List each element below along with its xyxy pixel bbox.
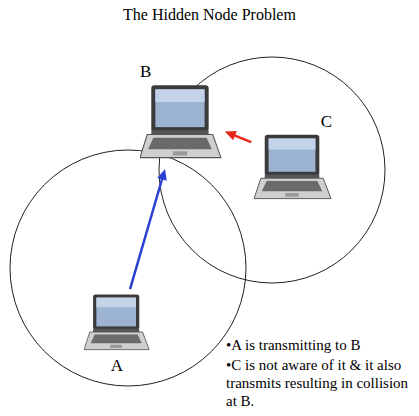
laptop-icon [84,292,150,356]
laptop-keyboard [91,334,142,343]
transmission-arrow [233,135,251,142]
laptop-base [84,332,149,350]
laptop-base [140,135,221,158]
laptop-touchpad [173,151,187,155]
node-label: A [84,356,150,376]
laptop-display [96,298,136,327]
laptop-screen-frame [265,135,320,176]
laptop-node: C [254,112,332,206]
laptop-keyboard [262,181,322,191]
diagram-title: The Hidden Node Problem [0,5,419,25]
arrow-head [157,169,167,181]
laptop-icon [140,82,222,166]
laptop-display [269,138,316,171]
node-label: C [254,112,332,132]
laptop-icon [254,132,332,206]
laptop-display-glare [155,89,204,102]
laptop-base [254,178,331,198]
laptop-screen-frame [151,85,208,131]
laptop-node: B [140,62,222,166]
arrow-head [225,131,237,140]
laptop-display-glare [269,138,316,149]
laptop-keyboard [148,138,212,150]
range-circle [10,150,246,386]
laptop-hinge [265,175,320,179]
note-text: •A is transmitting to B [226,336,414,354]
laptop-hinge [93,329,139,332]
laptop-node: A [84,292,150,376]
laptop-touchpad [285,193,299,197]
laptop-hinge [151,130,208,134]
laptop-display-glare [96,298,136,308]
transmission-arrow [130,178,162,290]
laptop-display [155,89,204,127]
laptop-screen-frame [93,294,139,329]
node-label: B [140,62,222,82]
laptop-touchpad [110,345,122,348]
note-text: •C is not aware of it & it also transmit… [226,356,414,410]
